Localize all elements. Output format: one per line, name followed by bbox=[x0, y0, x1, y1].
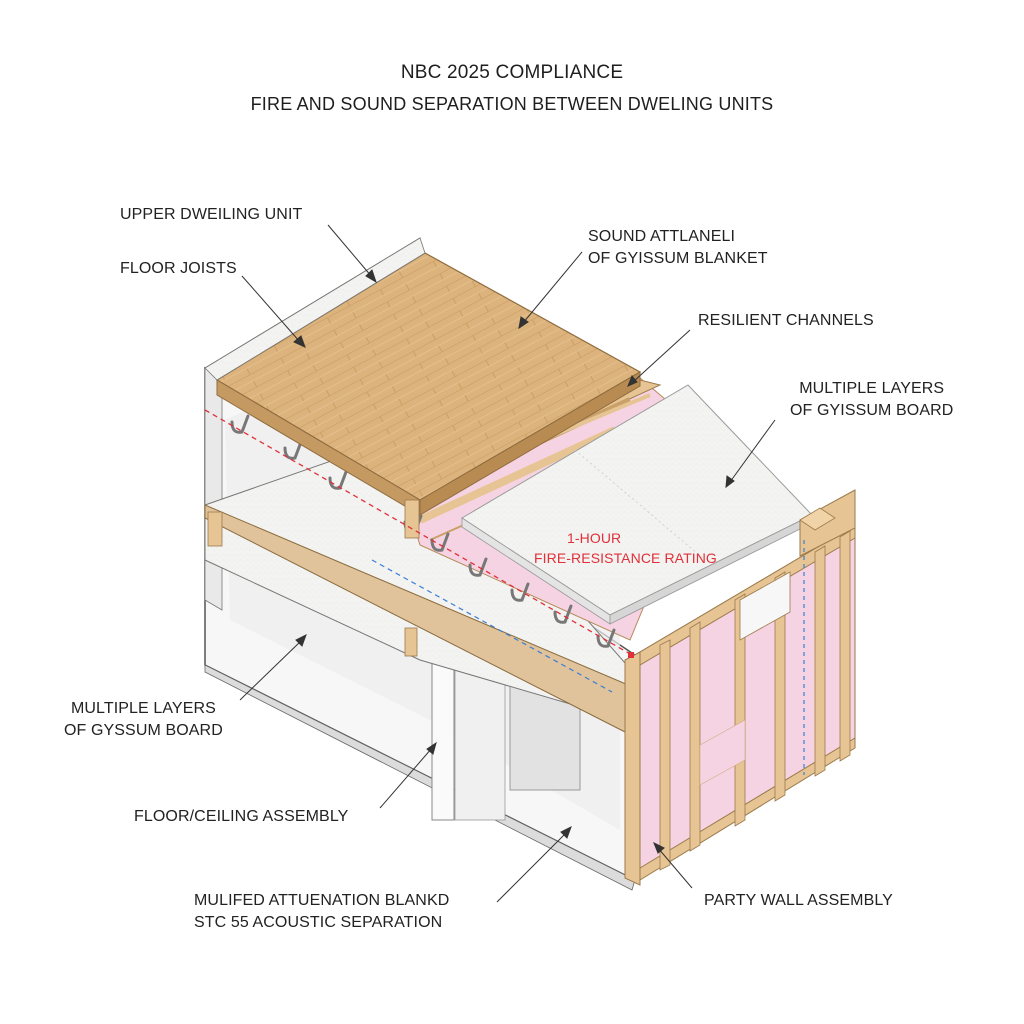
label-gypsum-board-upper: MULTIPLE LAYERS OF GYISSUM BOARD bbox=[790, 380, 954, 419]
label-sound-attenuation: SOUND ATTLANELI OF GYISSUM BLANKET bbox=[588, 228, 768, 267]
label-fire-resistance-rating: 1-HOUR FIRE-RESISTANCE RATING bbox=[534, 530, 717, 566]
fire-separation-line bbox=[204, 409, 634, 658]
resilient-channel-clips bbox=[230, 414, 616, 648]
leader-lines bbox=[239, 224, 776, 903]
label-acoustic-separation: MULIFED ATTUENATION BLANKD STC 55 ACOUST… bbox=[194, 892, 450, 931]
label-upper-dwelling-unit: UPPER DWEILING UNIT bbox=[120, 206, 303, 223]
diagram-title: NBC 2025 COMPLIANCE bbox=[400, 62, 624, 83]
label-resilient-channels: RESILIENT CHANNELS bbox=[698, 312, 874, 329]
label-floor-joists: FLOOR JOISTS bbox=[120, 260, 237, 277]
label-floor-ceiling-assembly: FLOOR/CEILING ASSEMBLY bbox=[134, 808, 349, 825]
label-gypsum-board-lower: MULTIPLE LAYERS OF GYSSUM BOARD bbox=[64, 700, 223, 739]
party-wall-framing bbox=[624, 489, 856, 886]
label-party-wall-assembly: PARTY WALL ASSEMBLY bbox=[704, 892, 893, 909]
sound-separation-line bbox=[371, 540, 805, 775]
diagram-subtitle: FIRE AND SOUND SEPARATION BETWEEN DWELIN… bbox=[250, 94, 774, 114]
gypsum-board-panel bbox=[461, 384, 813, 625]
